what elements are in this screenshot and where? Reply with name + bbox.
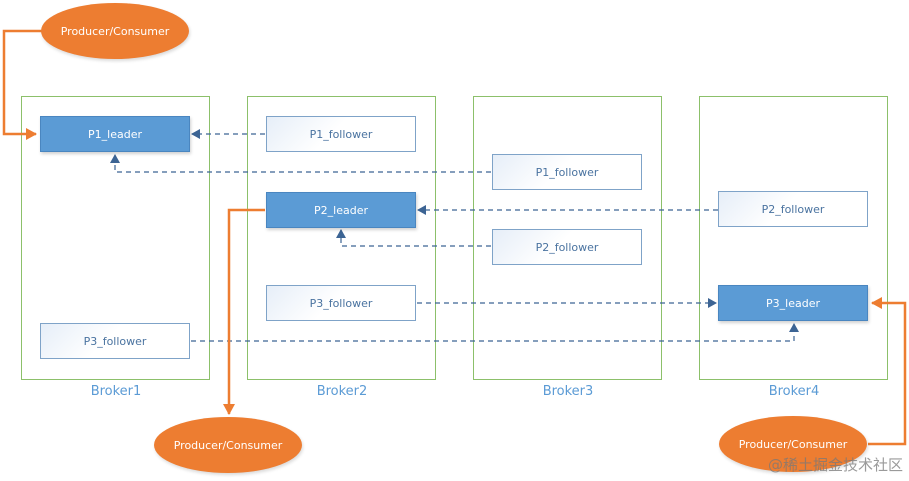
broker-1-label: Broker1 bbox=[90, 384, 142, 399]
client-line-p1 bbox=[2, 29, 42, 140]
p3-follower-node-broker1: P3_follower bbox=[40, 323, 190, 359]
replication-line-p3-b1 bbox=[191, 323, 799, 342]
replication-line-p1-b3 bbox=[110, 154, 491, 173]
replication-line-p2-b3 bbox=[336, 229, 491, 247]
watermark: @稀土掘金技术社区 bbox=[767, 456, 903, 474]
client-line-p3 bbox=[868, 297, 907, 446]
producer-consumer-client-bottom-mid: Producer/Consumer bbox=[154, 417, 302, 473]
producer-consumer-client-bottom-right: Producer/Consumer bbox=[719, 416, 867, 472]
p2-follower-node-broker4: P2_follower bbox=[718, 191, 868, 227]
p1-follower-node-broker3: P1_follower bbox=[492, 154, 642, 190]
p3-follower-node-broker2: P3_follower bbox=[266, 285, 416, 321]
broker-4 bbox=[699, 96, 888, 380]
broker-2-label: Broker2 bbox=[316, 384, 368, 399]
broker-4-label: Broker4 bbox=[768, 384, 820, 399]
p2-leader-node: P2_leader bbox=[266, 192, 416, 228]
client-line-p2 bbox=[223, 208, 265, 415]
p1-leader-node: P1_leader bbox=[40, 116, 190, 152]
p1-follower-node-broker2: P1_follower bbox=[266, 116, 416, 152]
p2-follower-node-broker3: P2_follower bbox=[492, 229, 642, 265]
producer-consumer-client-top-left: Producer/Consumer bbox=[41, 3, 189, 59]
p3-leader-node: P3_leader bbox=[718, 285, 868, 321]
broker-3-label: Broker3 bbox=[542, 384, 594, 399]
